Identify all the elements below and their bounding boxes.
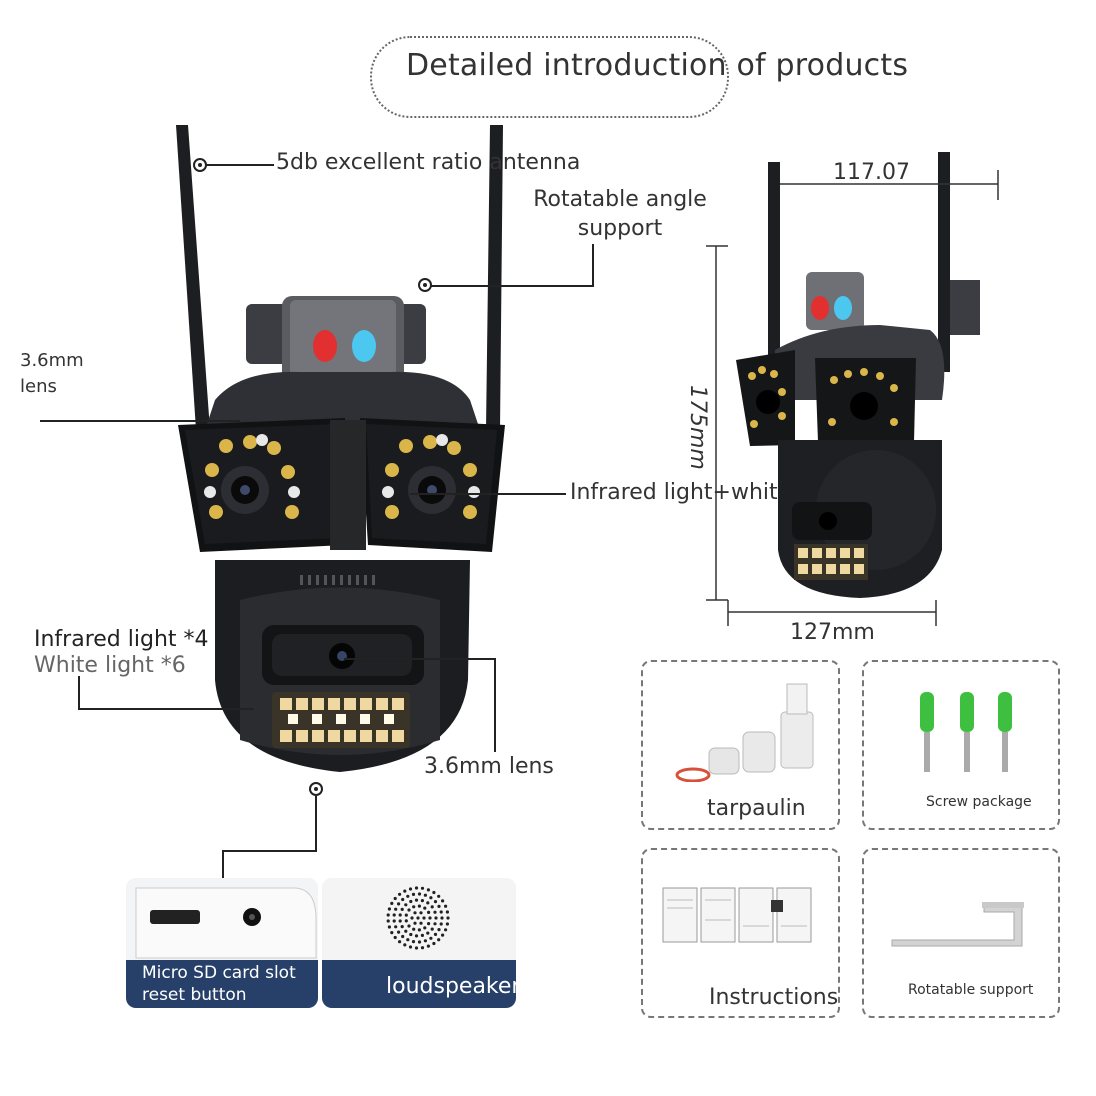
sd-card-slot-icon xyxy=(126,878,318,968)
accessory-instructions: Instructions xyxy=(641,848,840,1018)
rotatable-support-label: Rotatable support xyxy=(908,982,1034,998)
screw-package-icon xyxy=(920,692,1012,772)
accessory-rotatable-support: Rotatable support xyxy=(862,848,1060,1018)
instructions-label: Instructions xyxy=(709,985,839,1010)
antenna-callout-line xyxy=(200,164,274,166)
page-title: Detailed introduction of products xyxy=(406,48,909,83)
lens-bottom-label: 3.6mm lens xyxy=(424,754,554,779)
lens-bottom-callout-line-h xyxy=(344,658,496,660)
accessory-tarpaulin: tarpaulin xyxy=(641,660,840,830)
accessory-screw-package: Screw package xyxy=(862,660,1060,830)
rotatable-angle-label: Rotatable angle support xyxy=(533,187,707,241)
screw-package-label: Screw package xyxy=(926,794,1032,810)
infrared-callout-line xyxy=(410,493,566,495)
sd-callout-line-v xyxy=(315,796,317,852)
ir-callout-line-v xyxy=(78,676,80,710)
sd-callout-dot xyxy=(309,782,323,796)
sd-callout-line-h xyxy=(222,850,317,852)
rotatable-callout-dot xyxy=(418,278,432,292)
dimension-height: 175mm xyxy=(685,385,710,470)
sd-card-panel: Micro SD card slot reset button xyxy=(126,878,318,1008)
speaker-label: loudspeaker xyxy=(322,960,516,1008)
ir-callout-line-h xyxy=(78,708,254,710)
infrared-count-label: Infrared light *4 xyxy=(34,627,209,652)
lens-left-label: 3.6mm lens xyxy=(20,350,84,397)
dimension-camera-illustration xyxy=(706,152,999,626)
sd-callout-line-v2 xyxy=(222,850,224,880)
speaker-panel: loudspeaker xyxy=(322,878,516,1008)
lens-bottom-callout-line-v xyxy=(494,658,496,752)
rotatable-callout-line-h xyxy=(426,285,594,287)
title-frame xyxy=(370,36,729,118)
antenna-label: 5db excellent ratio antenna xyxy=(276,150,581,175)
antenna-callout-dot xyxy=(193,158,207,172)
lens-left-callout-line xyxy=(40,420,240,422)
tarpaulin-icon xyxy=(675,683,814,783)
speaker-icon xyxy=(322,878,516,968)
sd-card-label: Micro SD card slot reset button xyxy=(126,960,318,1008)
rotatable-support-icon xyxy=(891,902,1024,947)
instructions-icon xyxy=(662,887,812,943)
tarpaulin-label: tarpaulin xyxy=(707,796,806,821)
white-count-label: White light *6 xyxy=(34,653,186,678)
dimension-width-bottom: 127mm xyxy=(790,620,875,645)
rotatable-callout-line-v xyxy=(592,244,594,286)
dimension-width-top: 117.07 xyxy=(833,160,910,185)
